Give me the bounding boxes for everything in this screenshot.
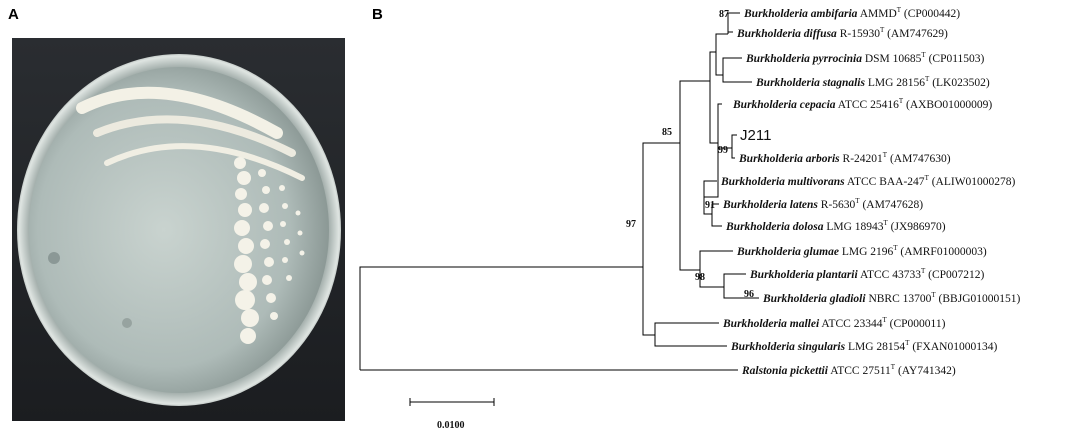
taxon-label: Burkholderia glumae LMG 2196T (AMRF01000… <box>736 241 987 258</box>
taxon-species: Burkholderia arboris <box>738 153 840 165</box>
taxon-strain: R-5630 <box>821 199 856 211</box>
taxon-strain: LMG 28156 <box>868 77 925 89</box>
taxon-species: Burkholderia ambifaria <box>743 8 858 20</box>
taxon-accession: (AXBO01000009) <box>906 99 992 111</box>
type-strain-mark: T <box>897 6 902 14</box>
type-strain-mark: T <box>925 174 930 182</box>
taxon-strain: AMMD <box>860 8 897 20</box>
taxon-species: Burkholderia multivorans <box>720 176 845 188</box>
taxon-species: Ralstonia pickettii <box>741 365 829 377</box>
taxon-label: Burkholderia ambifaria AMMDT (CP000442) <box>743 3 960 20</box>
type-strain-mark: T <box>905 339 910 347</box>
taxon-strain: LMG 28154 <box>848 341 905 353</box>
taxon-strain: ATCC BAA-247 <box>847 176 925 188</box>
taxon-accession: (CP000442) <box>904 8 960 20</box>
taxon-strain: ATCC 43733 <box>860 269 921 281</box>
taxon-label: Burkholderia gladioli NBRC 13700T (BBJG0… <box>762 288 1020 305</box>
taxon-strain: DSM 10685 <box>865 53 922 65</box>
tree-branches <box>359 12 759 371</box>
taxon-species: Burkholderia diffusa <box>736 28 837 40</box>
taxon-accession: (AY741342) <box>898 365 956 377</box>
type-strain-mark: T <box>921 51 926 59</box>
panel-a-label: A <box>8 6 19 23</box>
taxon-species: Burkholderia dolosa <box>725 221 824 233</box>
type-strain-mark: T <box>931 291 936 299</box>
bootstrap-value: 96 <box>744 289 754 300</box>
type-strain-mark: T <box>899 97 904 105</box>
taxon-label: Burkholderia diffusa R-15930T (AM747629) <box>736 23 948 40</box>
type-strain-mark: T <box>883 151 888 159</box>
taxon-label: Burkholderia plantarii ATCC 43733T (CP00… <box>749 264 985 281</box>
taxon-species: Burkholderia mallei <box>722 318 820 330</box>
type-strain-mark: T <box>855 197 860 205</box>
taxon-strain: NBRC 13700 <box>868 293 931 305</box>
taxon-accession: (AM747630) <box>890 153 951 165</box>
taxon-species: Burkholderia pyrrocinia <box>745 53 862 65</box>
petri-dish-photo <box>12 38 345 421</box>
taxon-label: Burkholderia stagnalis LMG 28156T (LK023… <box>755 72 990 89</box>
taxon-label: Burkholderia dolosa LMG 18943T (JX986970… <box>725 216 946 233</box>
taxon-strain: R-24201 <box>843 153 884 165</box>
type-strain-mark: T <box>925 75 930 83</box>
taxon-strain: LMG 18943 <box>826 221 883 233</box>
taxon-species: Burkholderia latens <box>722 199 818 211</box>
query-isolate-label: J211 <box>740 127 771 144</box>
taxon-species: Burkholderia glumae <box>736 246 839 258</box>
type-strain-mark: T <box>882 316 887 324</box>
panel-b-label: B <box>372 6 383 23</box>
type-strain-mark: T <box>884 219 889 227</box>
taxon-label: Burkholderia multivorans ATCC BAA-247T (… <box>720 171 1016 188</box>
taxon-strain: ATCC 27511 <box>830 365 891 377</box>
taxon-species: Burkholderia cepacia <box>732 99 836 111</box>
taxon-accession: (LK023502) <box>932 77 990 89</box>
taxon-label: Burkholderia cepacia ATCC 25416T (AXBO01… <box>732 94 992 111</box>
taxon-label: Burkholderia mallei ATCC 23344T (CP00001… <box>722 313 946 330</box>
taxon-label: Burkholderia singularis LMG 28154T (FXAN… <box>730 336 997 353</box>
scale-bar: 0.0100 <box>409 398 495 431</box>
taxon-strain: ATCC 23344 <box>821 318 882 330</box>
taxon-accession: (ALIW01000278) <box>932 176 1016 188</box>
bootstrap-value: 91 <box>705 200 715 211</box>
type-strain-mark: T <box>921 267 926 275</box>
taxon-label: Ralstonia pickettii ATCC 27511T (AY74134… <box>741 360 956 377</box>
taxon-species: Burkholderia singularis <box>730 341 846 353</box>
bootstrap-value: 97 <box>626 219 636 230</box>
taxon-species: Burkholderia gladioli <box>762 293 866 305</box>
taxon-label: Burkholderia arboris R-24201T (AM747630) <box>738 148 951 165</box>
taxon-accession: (AM747628) <box>862 199 923 211</box>
bootstrap-value: 85 <box>662 127 672 138</box>
bootstrap-values: 87 85 99 97 91 98 96 <box>626 9 754 300</box>
taxon-species: Burkholderia plantarii <box>749 269 858 281</box>
scale-bar-label: 0.0100 <box>437 420 465 431</box>
type-strain-mark: T <box>893 244 898 252</box>
taxon-accession: (BBJG01000151) <box>939 293 1021 305</box>
taxon-species: Burkholderia stagnalis <box>755 77 865 89</box>
taxon-strain: R-15930 <box>840 28 881 40</box>
taxon-accession: (CP000011) <box>890 318 946 330</box>
taxon-accession: (JX986970) <box>891 221 946 233</box>
bootstrap-value: 99 <box>718 145 728 156</box>
taxon-label: Burkholderia pyrrocinia DSM 10685T (CP01… <box>745 48 985 65</box>
taxon-labels: Burkholderia ambifaria AMMDT (CP000442) … <box>720 3 1020 377</box>
type-strain-mark: T <box>891 363 896 371</box>
taxon-accession: (CP011503) <box>929 53 985 65</box>
taxon-accession: (FXAN01000134) <box>912 341 997 353</box>
taxon-strain: ATCC 25416 <box>838 99 899 111</box>
taxon-accession: (AMRF01000003) <box>900 246 986 258</box>
bootstrap-value: 98 <box>695 272 705 283</box>
taxon-accession: (AM747629) <box>887 28 948 40</box>
type-strain-mark: T <box>880 26 885 34</box>
taxon-accession: (CP007212) <box>928 269 984 281</box>
bootstrap-value: 87 <box>719 9 729 20</box>
taxon-strain: LMG 2196 <box>842 246 894 258</box>
taxon-label: Burkholderia latens R-5630T (AM747628) <box>722 194 923 211</box>
